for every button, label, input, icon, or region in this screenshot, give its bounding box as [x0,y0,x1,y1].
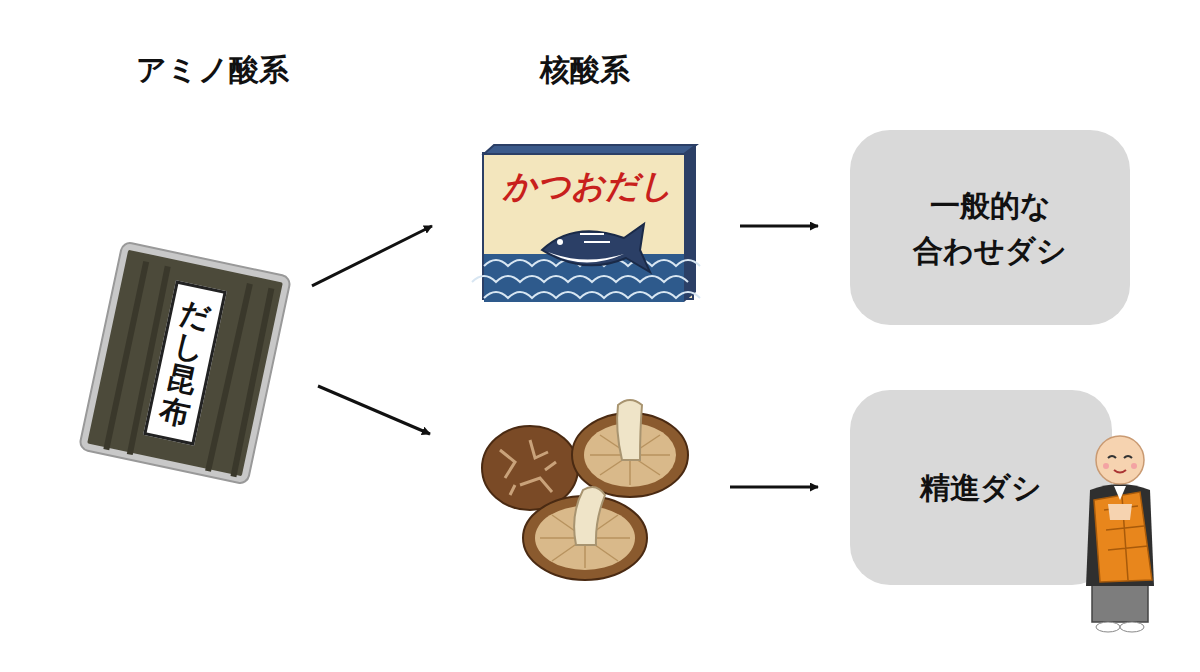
result-box: 一般的な 合わせダシ [850,130,1130,325]
flow-arrow [740,225,818,228]
katsuo-box: かつおだし [482,152,694,300]
flow-arrow [730,486,818,489]
flow-arrow [318,386,430,434]
monk-illustration [1078,430,1162,635]
node-text: 精進ダシ [920,465,1042,510]
package-text: だし昆布 [157,295,214,430]
kombu-package: だし昆布 [80,243,290,484]
package-label: だし昆布 [143,280,227,445]
column-heading: 核酸系 [540,50,630,91]
shiitake-illustration [482,400,688,580]
node-text: 一般的な 合わせダシ [880,183,1100,273]
box-brand-text: かつおだし [484,168,692,204]
column-heading: アミノ酸系 [136,50,289,91]
result-box: 精進ダシ [850,390,1112,585]
flow-arrow [312,226,432,286]
